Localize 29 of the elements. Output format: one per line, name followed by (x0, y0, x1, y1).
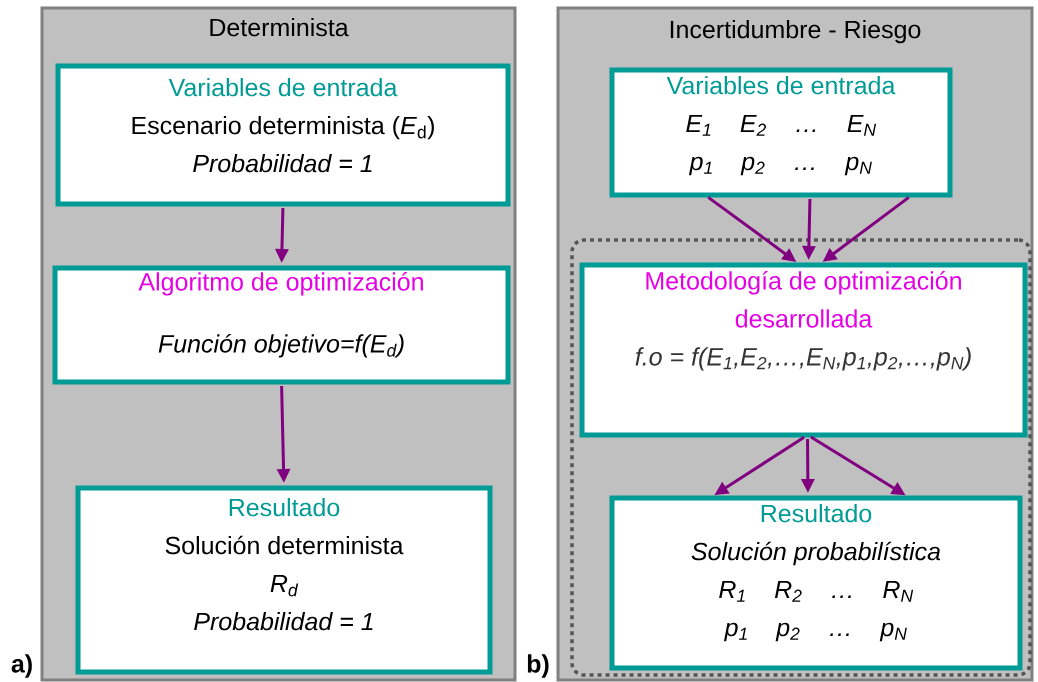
process-box (579, 262, 1028, 438)
box-text: Probabilidad = 1 (194, 612, 373, 631)
box-heading: Resultado (761, 504, 872, 523)
panel-label: a) (11, 654, 32, 678)
panel-title: Incertidumbre - Riesgo (670, 20, 921, 44)
process-box (609, 495, 1023, 671)
dotted-frame (570, 238, 1032, 677)
process-box (75, 485, 493, 675)
box-text: R$_{d}$ (270, 574, 299, 597)
box-text: Solución probabilística (691, 541, 941, 566)
box-text: R$_{1}$ R$_{2}$ … R$_{N}$ (719, 580, 914, 602)
box-text: Probabilidad = 1 (193, 154, 372, 173)
box-text: Función objetivo=f(E$_{d}$) (158, 334, 404, 358)
panel-label: b) (527, 654, 549, 678)
box-heading: Algoritmo de optimización (138, 272, 423, 296)
process-box (609, 67, 953, 198)
box-heading: Variables de entrada (168, 78, 398, 97)
box-text: p$_{1}$ p$_{2}$ … p$_{N}$ (688, 156, 872, 176)
box-heading: Variables de entrada (666, 76, 896, 95)
box-text: E$_{1}$ E$_{2}$ … E$_{N}$ (686, 114, 877, 136)
formula-text: f.o = f(E$_{1}$,E$_{2}$,…,E$_{N}$,p$_{1}$,p$_{2}$,…,p$_{N}$) (635, 347, 971, 371)
box-heading: Resultado (229, 498, 340, 517)
box-text: p$_{1}$ p$_{2}$ … p$_{N}$ (723, 622, 907, 642)
box-text: Solución determinista (165, 535, 404, 555)
process-box (55, 63, 511, 207)
process-box (52, 265, 511, 385)
panel-title: Determinista (210, 18, 349, 37)
box-text: Escenario determinista (E$_{d}$) (132, 116, 434, 140)
box-heading: Metodología de optimización desarrollada (646, 271, 961, 328)
